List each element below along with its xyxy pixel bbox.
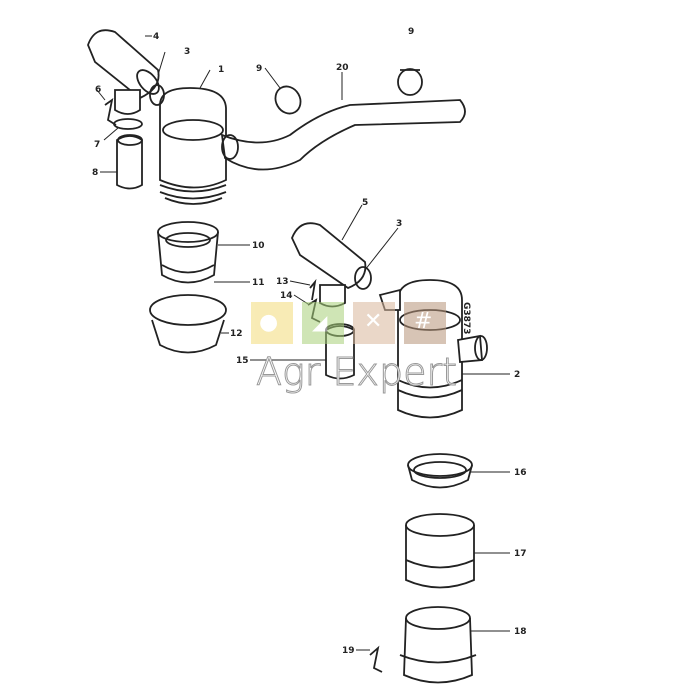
label-3a: 3 [184,47,190,57]
precleaner-5 [291,222,367,308]
label-5: 5 [362,198,368,208]
ring-3a [149,84,165,106]
leader-lines [96,35,510,651]
label-7: 7 [94,140,100,150]
label-12: 12 [230,329,243,339]
label-8: 8 [92,168,98,178]
label-10: 10 [252,241,265,251]
label-6: 6 [95,85,101,95]
label-18: 18 [514,627,527,637]
filter-element-17 [405,513,475,589]
label-17: 17 [514,549,527,559]
filter-ring-11 [161,264,215,274]
label-1: 1 [218,65,224,75]
label-20: 20 [336,63,349,73]
label-11: 11 [252,278,265,288]
label-2: 2 [514,370,520,380]
bowl-18 [399,606,477,684]
label-16: 16 [514,468,527,478]
clip-6 [104,97,117,126]
clamp-9a [274,85,302,115]
clamp-9b [397,68,423,96]
ring-3b [354,266,372,290]
tractor-icon: ● [259,310,279,335]
bowl-12 [149,294,227,354]
label-15: 15 [236,356,249,366]
filter-element-10 [157,221,219,284]
tools-icon: ✕ [364,309,383,334]
filter-housing-2 [378,279,488,419]
label-9b: 9 [408,27,414,37]
watermark-tile-fence: # [404,302,446,344]
watermark-tile-tools: ✕ [353,302,395,344]
label-14: 14 [280,291,293,301]
label-4: 4 [153,32,159,42]
filter-housing-1 [159,87,227,205]
label-3b: 3 [396,219,402,229]
wheelbarrow-icon: ◢ [312,310,328,334]
label-19: 19 [342,646,355,656]
tube-8 [116,134,143,190]
clip-19 [369,645,383,673]
seal-7 [113,118,143,130]
label-9a: 9 [256,64,262,74]
part-labels: 4 3 1 6 7 8 9 20 9 10 11 12 5 3 13 14 15… [92,27,527,656]
hose-20 [220,99,466,171]
watermark-tile-tractor: ● [251,302,293,344]
watermark-text: Agr Expert [255,350,458,395]
precleaner-4 [87,29,160,115]
filter-ring-16 [407,453,473,489]
clip-13 [309,278,317,301]
label-13: 13 [276,277,289,287]
watermark-tile-wheelbarrow: ◢ [302,302,344,344]
drawing-code: G3873 [461,302,471,334]
fence-icon: # [414,309,433,334]
